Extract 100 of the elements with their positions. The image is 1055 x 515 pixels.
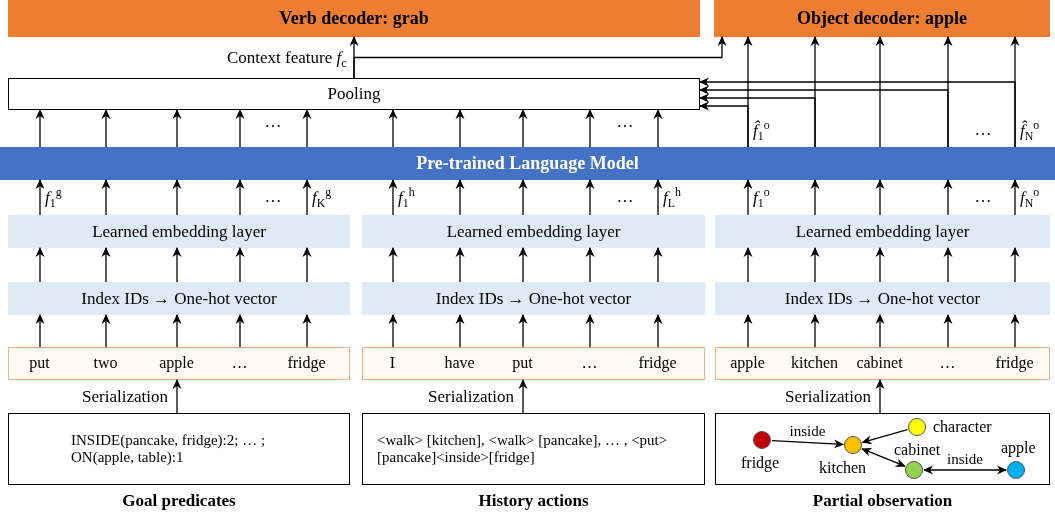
arrow xyxy=(943,179,953,216)
arrow xyxy=(743,247,753,283)
arrow xyxy=(353,36,727,79)
panel-caption: Partial observation xyxy=(811,491,954,511)
arrow xyxy=(861,429,908,445)
arrow xyxy=(1010,247,1020,283)
arrow xyxy=(101,179,111,216)
language-model-bar xyxy=(0,147,1055,180)
arrow xyxy=(35,109,45,148)
arrow xyxy=(101,109,111,148)
arrow xyxy=(653,179,663,216)
arrow xyxy=(518,109,528,148)
token-strip xyxy=(715,347,1050,380)
arrow xyxy=(518,247,528,283)
arrow xyxy=(943,247,953,283)
arrow xyxy=(35,247,45,283)
arrow xyxy=(455,314,465,348)
graph-node-label: character xyxy=(933,419,992,435)
arrow xyxy=(455,109,465,148)
layer-label: Learned embedding layer xyxy=(92,221,266,242)
arrow xyxy=(172,179,182,216)
ellipsis-label: … xyxy=(974,187,992,207)
ellipsis-label: … xyxy=(616,112,634,132)
arrow xyxy=(101,314,111,348)
edge-label: Context feature f$_{c}$ xyxy=(226,48,348,67)
arrow xyxy=(388,247,398,283)
token-strip xyxy=(362,347,705,380)
arrow xyxy=(172,314,182,348)
arrow xyxy=(235,247,245,283)
arrow xyxy=(585,247,595,283)
embedding-layer-box xyxy=(715,215,1050,248)
arrow xyxy=(388,314,398,348)
decoder-title: Object decoder: apple xyxy=(797,8,967,29)
edge-label: inside xyxy=(788,423,827,440)
embedding-layer-box xyxy=(362,215,705,248)
arrow xyxy=(388,109,398,148)
arrow xyxy=(810,314,820,348)
layer-label: Index IDs → One-hot vector xyxy=(435,288,632,309)
arrow xyxy=(585,179,595,216)
arrow xyxy=(875,36,885,148)
one-hot-encoding-box xyxy=(8,282,350,315)
arrow xyxy=(861,448,906,467)
arrow xyxy=(771,439,844,449)
graph-node-label: kitchen xyxy=(819,460,867,476)
arrow xyxy=(302,109,312,148)
arrow xyxy=(585,109,595,148)
arrow xyxy=(235,179,245,216)
arrow xyxy=(699,85,949,148)
edge-label: inside xyxy=(946,450,984,468)
decoder-title: Verb decoder: grab xyxy=(279,8,429,29)
arrow xyxy=(302,179,312,216)
arrow xyxy=(923,465,1007,475)
layer-label: Index IDs → One-hot vector xyxy=(784,288,981,309)
arrow xyxy=(743,314,753,348)
arrow xyxy=(518,179,528,216)
arrow xyxy=(172,109,182,148)
ellipsis-label: … xyxy=(264,112,282,132)
ellipsis-label: … xyxy=(264,187,282,207)
one-hot-encoding-box xyxy=(362,282,705,315)
arrow xyxy=(810,247,820,283)
pooling-label: Pooling xyxy=(327,84,381,104)
arrow xyxy=(302,314,312,348)
input-text-box xyxy=(8,413,350,485)
arrow xyxy=(388,179,398,216)
one-hot-encoding-box xyxy=(715,282,1050,315)
arrow xyxy=(235,109,245,148)
graph-node-label: cabinet xyxy=(894,442,941,458)
decoder-bar xyxy=(8,0,700,37)
arrow xyxy=(518,314,528,348)
arrow xyxy=(455,247,465,283)
arrow xyxy=(653,247,663,283)
arrow xyxy=(585,314,595,348)
arrow xyxy=(653,314,663,348)
arrow xyxy=(172,379,182,414)
panel-caption: Goal predicates xyxy=(121,491,237,511)
input-text: <walk> [kitchen], <walk> [pancake], … , <put> [pancake]<inside>[fridge] xyxy=(377,432,669,466)
arrow xyxy=(699,77,1016,148)
graph-node-label: fridge xyxy=(741,455,780,471)
arrow xyxy=(875,247,885,283)
arrow xyxy=(235,314,245,348)
arrow xyxy=(743,179,753,216)
arrow xyxy=(699,101,749,148)
arrow xyxy=(101,247,111,283)
embedding-layer-box xyxy=(8,215,350,248)
decoder-bar xyxy=(714,0,1050,37)
layer-label: Learned embedding layer xyxy=(795,221,970,242)
arrow xyxy=(518,379,528,414)
arrow xyxy=(35,314,45,348)
arrow xyxy=(35,179,45,216)
pooling-box xyxy=(8,78,700,110)
arrow xyxy=(1010,314,1020,348)
layer-label: Index IDs → One-hot vector xyxy=(81,288,277,309)
arrow xyxy=(172,247,182,283)
arrow xyxy=(875,379,885,414)
model-title: Pre-trained Language Model xyxy=(416,153,639,174)
token-strip xyxy=(8,347,350,380)
graph-panel xyxy=(715,413,1050,485)
arrow xyxy=(699,93,816,148)
ellipsis-label: … xyxy=(974,120,992,140)
arrow xyxy=(875,314,885,348)
